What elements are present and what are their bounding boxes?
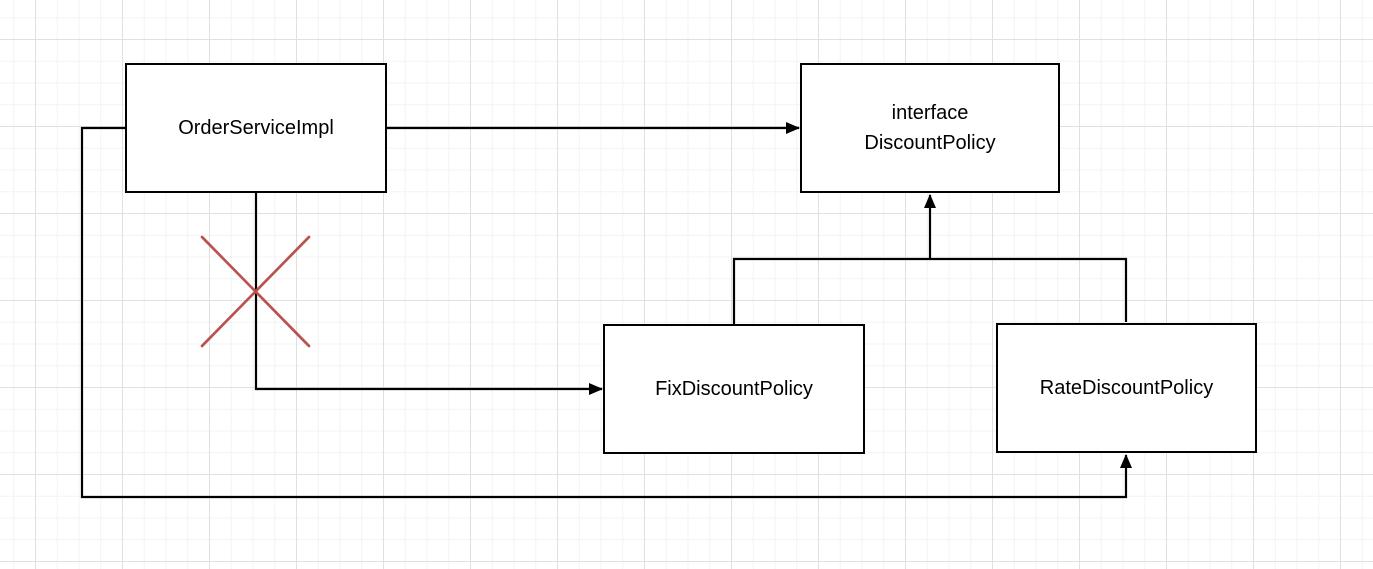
cross-line-slash: [200, 235, 311, 348]
invalid-dependency-cross[interactable]: [200, 235, 311, 348]
edge-order-to-fix[interactable]: [254, 193, 603, 395]
node-rate-discount-policy[interactable]: RateDiscountPolicy: [996, 323, 1257, 453]
edge-implementations-tree[interactable]: [732, 257, 1128, 324]
node-fix-discount-policy[interactable]: FixDiscountPolicy: [603, 324, 865, 454]
edge-order-to-rate[interactable]: [80, 126, 1132, 499]
node-interface-label-line1: interface: [891, 102, 969, 124]
node-order-service-impl[interactable]: OrderServiceImpl: [125, 63, 387, 193]
node-rate-discount-policy-label: RateDiscountPolicy: [1039, 377, 1214, 399]
node-order-service-impl-label: OrderServiceImpl: [178, 117, 334, 139]
node-interface-discount-policy[interactable]: interface DiscountPolicy: [800, 63, 1060, 193]
node-fix-discount-policy-label: FixDiscountPolicy: [655, 378, 813, 400]
node-interface-label-line2: DiscountPolicy: [864, 132, 996, 154]
